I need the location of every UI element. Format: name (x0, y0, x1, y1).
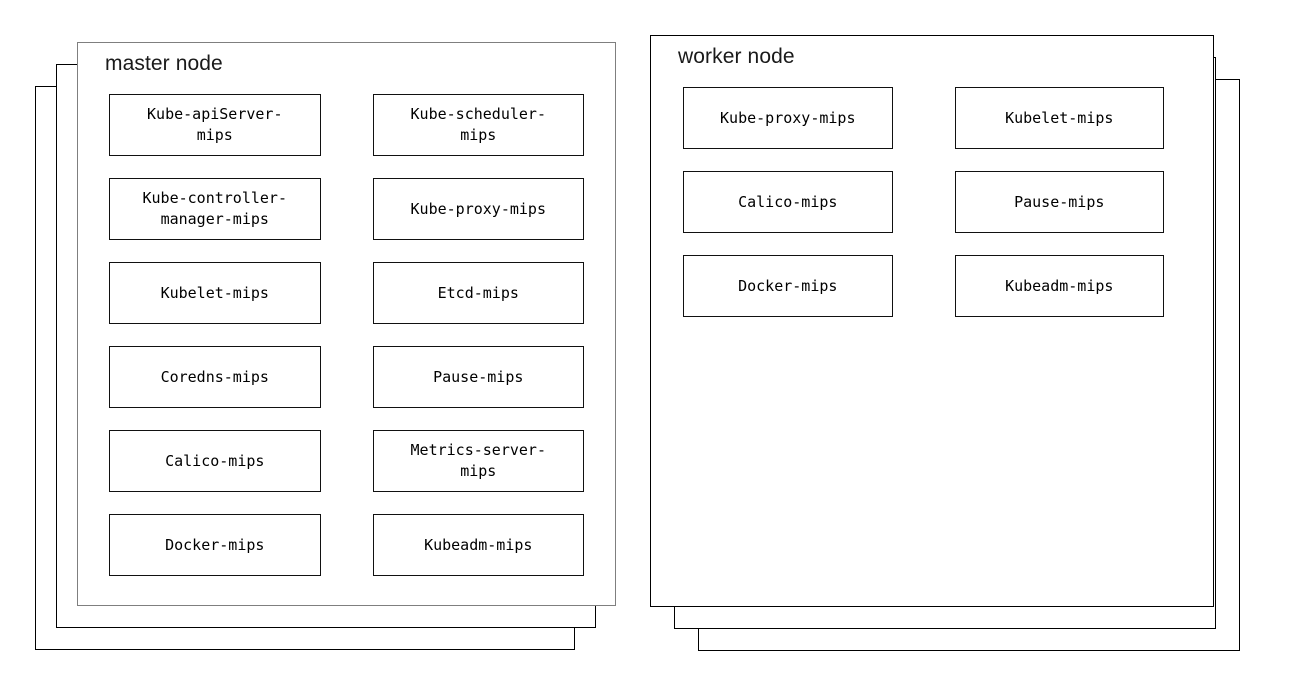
component-box-kubelet-mips[interactable]: Kubelet-mips (954, 87, 1164, 149)
component-label: Kubeadm-mips (1005, 276, 1114, 295)
master-node-panel[interactable]: master node Kube-apiServer- mips Kube-sc… (77, 42, 616, 606)
master-node-title: master node (105, 52, 223, 75)
component-box-docker-mips[interactable]: Docker-mips (109, 514, 321, 576)
component-label: Kube-proxy-mips (410, 199, 546, 218)
worker-node-panel[interactable]: worker node Kube-proxy-mips Kubelet-mips… (650, 35, 1214, 607)
component-box-kube-proxy-mips[interactable]: Kube-proxy-mips (372, 178, 584, 240)
component-box-coredns-mips[interactable]: Coredns-mips (109, 346, 321, 408)
component-label: Kubelet-mips (1005, 108, 1114, 127)
component-label: Metrics-server- mips (410, 441, 546, 480)
component-label: Pause-mips (433, 367, 524, 386)
component-label: Kubelet-mips (160, 283, 269, 302)
component-box-kubeadm-mips[interactable]: Kubeadm-mips (954, 255, 1164, 317)
component-label: Kube-apiServer- mips (147, 105, 283, 144)
component-box-kube-controller-manager-mips[interactable]: Kube-controller- manager-mips (109, 178, 321, 240)
component-label: Kube-scheduler- mips (410, 105, 546, 144)
component-box-kube-apiserver-mips[interactable]: Kube-apiServer- mips (109, 94, 321, 156)
component-label: Pause-mips (1014, 192, 1105, 211)
component-label: Kube-controller- manager-mips (142, 189, 288, 228)
component-box-pause-mips[interactable]: Pause-mips (954, 171, 1164, 233)
component-box-calico-mips[interactable]: Calico-mips (109, 430, 321, 492)
component-box-metrics-server-mips[interactable]: Metrics-server- mips (372, 430, 584, 492)
component-label: Docker-mips (738, 276, 838, 295)
component-box-kubeadm-mips[interactable]: Kubeadm-mips (372, 514, 584, 576)
component-label: Kubeadm-mips (424, 535, 533, 554)
worker-node-component-grid: Kube-proxy-mips Kubelet-mips Calico-mips… (683, 87, 1164, 317)
component-box-kubelet-mips[interactable]: Kubelet-mips (109, 262, 321, 324)
component-box-pause-mips[interactable]: Pause-mips (372, 346, 584, 408)
component-label: Calico-mips (738, 192, 838, 211)
component-label: Coredns-mips (160, 367, 269, 386)
master-node-component-grid: Kube-apiServer- mips Kube-scheduler- mip… (109, 94, 584, 576)
component-box-calico-mips[interactable]: Calico-mips (683, 171, 893, 233)
component-label: Calico-mips (165, 451, 265, 470)
worker-node-title: worker node (678, 45, 795, 68)
component-box-docker-mips[interactable]: Docker-mips (683, 255, 893, 317)
component-box-kube-proxy-mips[interactable]: Kube-proxy-mips (683, 87, 893, 149)
component-label: Docker-mips (165, 535, 265, 554)
component-box-kube-scheduler-mips[interactable]: Kube-scheduler- mips (372, 94, 584, 156)
component-label: Kube-proxy-mips (720, 108, 856, 127)
component-box-etcd-mips[interactable]: Etcd-mips (372, 262, 584, 324)
component-label: Etcd-mips (437, 283, 519, 302)
